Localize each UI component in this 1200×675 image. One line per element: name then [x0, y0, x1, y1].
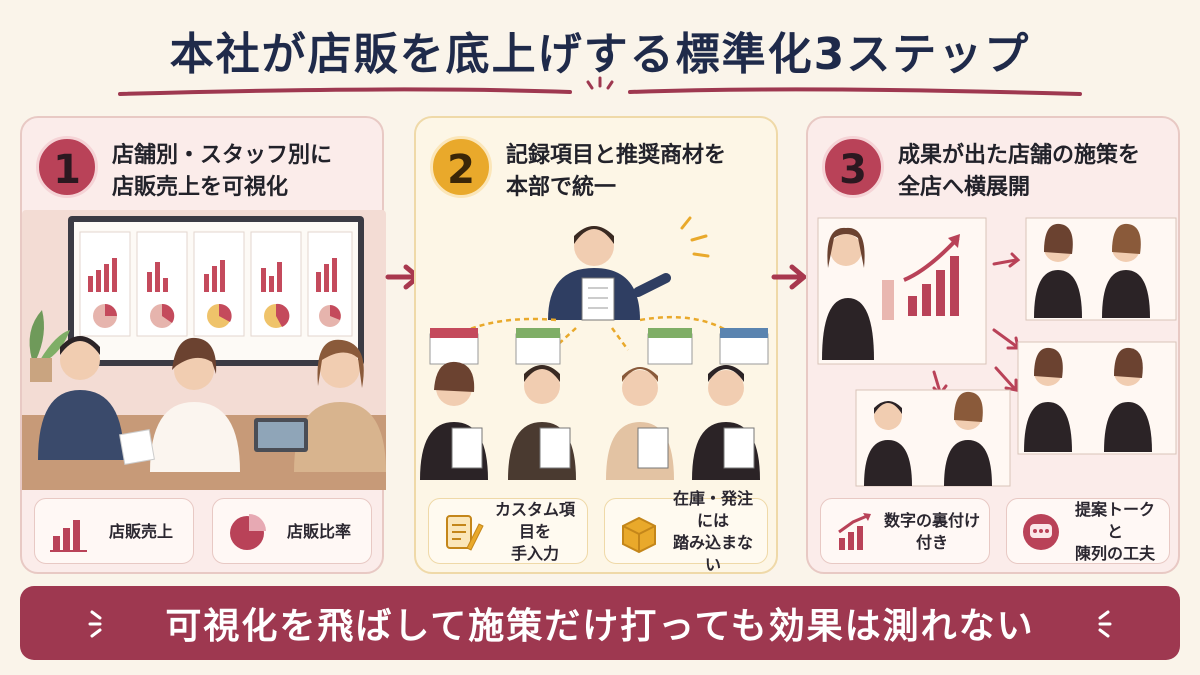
- plant-icon: [29, 310, 70, 382]
- step-1-heading: 店舗別・スタッフ別に 店販売上を可視化: [112, 143, 333, 200]
- page-title: 本社が店販を底上げする標準化3ステップ: [169, 29, 1031, 80]
- speech-bubble-icon: [1023, 514, 1059, 550]
- step-2-number: 2: [430, 136, 492, 198]
- stat-data-backed: 数字の裏付け付き: [820, 498, 990, 564]
- stat-store-sales: 店販売上: [34, 498, 194, 564]
- store-icons: [429, 328, 769, 365]
- stat-no-inventory: 在庫・発注には踏み込まない: [604, 489, 768, 574]
- success-store: [817, 217, 987, 365]
- step-3-heading: 成果が出た店舗の施策を 全店へ横展開: [898, 143, 1141, 200]
- bar-chart-icon: [50, 520, 87, 552]
- rollout-illustration: [817, 217, 1177, 487]
- sparkle-icon: [1098, 610, 1112, 638]
- store-b: [1025, 217, 1177, 321]
- step-2-heading: 記録項目と推奨商材を 本部で統一: [506, 143, 727, 200]
- person-woman-center: [150, 337, 240, 472]
- box-icon: [622, 516, 656, 554]
- pie-chart-icon: [230, 514, 266, 550]
- step-3-number: 3: [822, 136, 884, 198]
- arrow-right-icon: [771, 264, 807, 290]
- staff-row: [420, 361, 760, 480]
- step-1-number: 1: [36, 136, 98, 198]
- person-man: [38, 336, 124, 460]
- notepad-pencil-icon: [446, 515, 484, 551]
- meeting-illustration: [22, 210, 386, 490]
- banner-text: 可視化を飛ばして施策だけ打っても効果は測れない: [165, 606, 1035, 647]
- sparkle-icon: [88, 610, 102, 638]
- store-d: [855, 389, 1011, 487]
- warning-banner: 可視化を飛ばして施策だけ打っても効果は測れない: [20, 586, 1180, 660]
- stat-label: 店販比率: [286, 522, 351, 541]
- stat-talk-display: 提案トークと陳列の工夫: [1006, 498, 1170, 564]
- title-underline: [118, 76, 1082, 96]
- stat-store-ratio: 店販比率: [212, 498, 372, 564]
- stat-label: 提案トークと陳列の工夫: [1074, 500, 1155, 563]
- stat-label: 在庫・発注には踏み込まない: [672, 489, 753, 574]
- headquarters-illustration: [420, 216, 769, 480]
- step-2-panel: 2 記録項目と推奨商材を 本部で統一: [414, 116, 778, 574]
- dashboard-charts: [79, 231, 353, 337]
- step-3-panel: 3 成果が出た店舗の施策を 全店へ横展開: [806, 116, 1180, 574]
- stat-label: 店販売上: [108, 522, 173, 541]
- stat-label: カスタム項目を手入力: [494, 500, 575, 563]
- store-c: [1017, 341, 1177, 455]
- step-1-panel: 1 店舗別・スタッフ別に 店販売上を可視化: [20, 116, 386, 574]
- growth-chart-icon: [838, 513, 871, 550]
- stat-custom-fields: カスタム項目を手入力: [428, 498, 588, 564]
- manager: [548, 216, 710, 321]
- stat-label: 数字の裏付け付き: [883, 511, 980, 552]
- person-woman-right: [254, 339, 386, 472]
